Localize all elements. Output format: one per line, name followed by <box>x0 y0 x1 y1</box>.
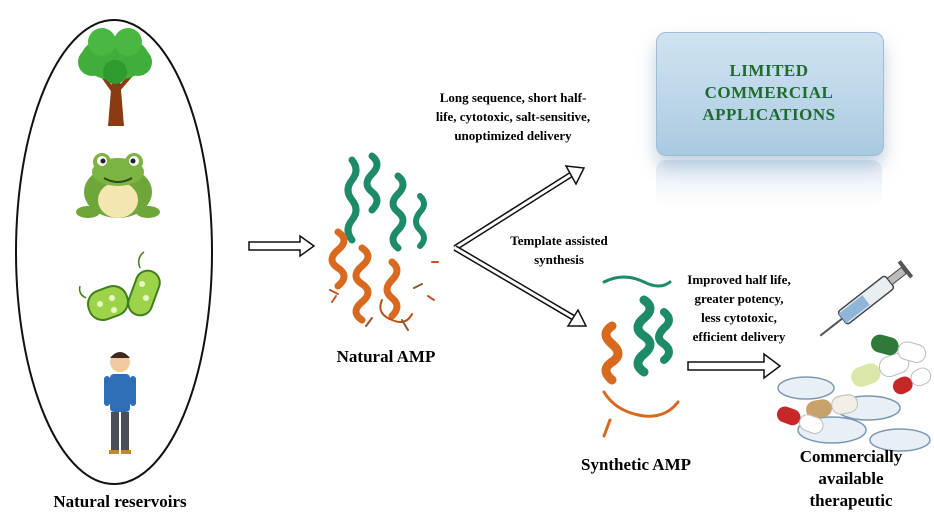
improvements-text: Improved half life, greater potency, les… <box>668 270 810 346</box>
improvements-line-4: efficient delivery <box>692 329 786 344</box>
therapeutic-line-2: available <box>818 469 884 488</box>
bacteria-icon <box>78 251 161 321</box>
limitations-text: Long sequence, short half-life, cytotoxi… <box>435 90 591 143</box>
limited-line-1: LIMITED <box>729 61 809 80</box>
arrow-to-therapeutic <box>687 352 782 380</box>
limited-line-2: COMMERCIAL <box>704 83 834 102</box>
syringe-icon <box>819 260 914 337</box>
template-line-1: Template assisted <box>510 233 608 248</box>
template-line-2: synthesis <box>534 252 584 267</box>
pills-icon <box>776 334 932 452</box>
limited-line-3: APPLICATIONS <box>702 105 836 124</box>
natural-amp-structure <box>328 152 439 331</box>
natural-reservoirs-caption: Natural reservoirs <box>53 492 187 511</box>
tree-icon <box>78 28 152 126</box>
frog-icon <box>76 153 160 218</box>
natural-amp-caption: Natural AMP <box>336 347 436 366</box>
therapeutic-caption: Commercially available therapeutic <box>776 446 926 512</box>
human-icon <box>104 352 136 454</box>
therapeutic-line-1: Commercially <box>799 447 903 466</box>
reservoir-ellipse <box>15 19 213 485</box>
branch-arrow-down <box>453 245 588 327</box>
box-reflection <box>656 160 882 208</box>
branch-arrow-up <box>453 165 586 251</box>
synthetic-amp-structure <box>601 275 680 438</box>
improvements-line-1: Improved half life, <box>687 272 791 287</box>
template-synthesis-text: Template assisted synthesis <box>494 231 624 269</box>
synthetic-amp-caption: Synthetic AMP <box>580 455 692 474</box>
limited-applications-box <box>656 32 884 156</box>
improvements-line-2: greater potency, <box>694 291 784 306</box>
limited-applications-label: LIMITED COMMERCIAL APPLICATIONS <box>656 60 882 126</box>
improvements-line-3: less cytotoxic, <box>701 310 777 325</box>
arrow-to-natural-amp <box>248 234 316 258</box>
therapeutic-line-3: therapeutic <box>809 491 893 510</box>
